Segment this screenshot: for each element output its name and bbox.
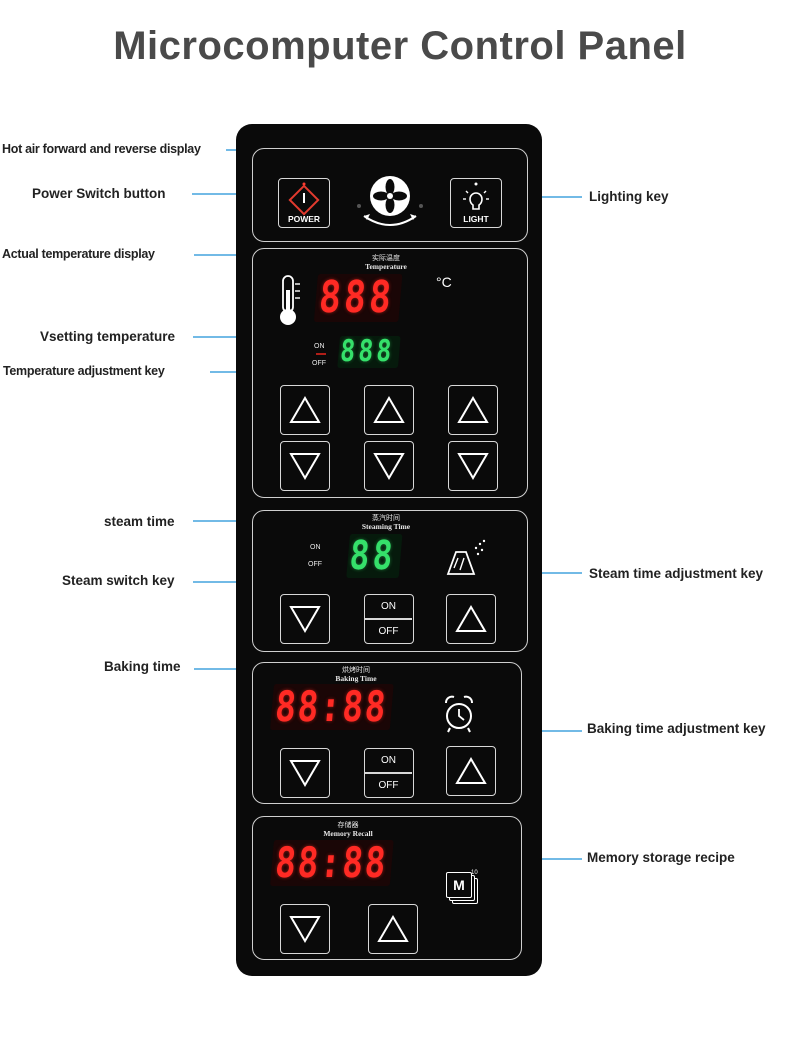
triangle-up-icon [289, 396, 321, 423]
triangle-down-icon [289, 453, 321, 480]
baking-time-display: 88:88 [270, 682, 395, 731]
temp-tens-up-button[interactable] [364, 385, 414, 435]
baking-switch-off-label: OFF [378, 780, 399, 791]
annotation-setting-temp: Vsetting temperature [40, 329, 176, 344]
triangle-up-icon [377, 915, 409, 942]
annotation-lighting: Lighting key [589, 189, 669, 204]
power-button[interactable]: POWER [278, 178, 330, 228]
light-button[interactable]: LIGHT [450, 178, 502, 228]
temperature-on-label: ON [314, 343, 325, 350]
page-title: Microcomputer Control Panel [113, 24, 687, 68]
light-bulb-icon [463, 182, 489, 210]
triangle-up-icon [373, 396, 405, 423]
temp-hundreds-down-button[interactable] [280, 441, 330, 491]
memory-up-button[interactable] [368, 904, 418, 954]
annotation-actual-temp: Actual temperature display [2, 247, 155, 261]
steam-switch-off-label: OFF [378, 626, 399, 637]
celsius-unit: °C [436, 274, 452, 290]
triangle-down-icon [373, 453, 405, 480]
baking-switch-button[interactable]: ON OFF [364, 748, 414, 798]
switch-divider [365, 772, 412, 774]
steam-switch-button[interactable]: ON OFF [364, 594, 414, 644]
thermometer-icon [280, 275, 300, 325]
steam-time-down-button[interactable] [280, 594, 330, 644]
annotation-baking-time: Baking time [104, 659, 181, 674]
power-section [252, 148, 528, 242]
triangle-up-icon [457, 396, 489, 423]
baking-time-down-button[interactable] [280, 748, 330, 798]
memory-count: 10 [471, 870, 478, 876]
temperature-caption-cn: 实际温度 [372, 254, 400, 262]
memory-letter: M [446, 872, 472, 898]
triangle-up-icon [455, 605, 487, 632]
baking-caption-en: Baking Time [335, 674, 377, 683]
memory-recall-display: 88:88 [270, 838, 395, 887]
baking-switch-on-label: ON [381, 755, 396, 766]
baking-section [252, 662, 522, 804]
switch-divider [365, 618, 412, 620]
baking-caption-cn: 烘烤时间 [342, 666, 370, 674]
temp-ones-up-button[interactable] [448, 385, 498, 435]
temp-tens-down-button[interactable] [364, 441, 414, 491]
annotation-baking-adjust: Baking time adjustment key [587, 721, 766, 736]
fan-icon [357, 176, 423, 226]
triangle-down-icon [289, 606, 321, 633]
annotation-steam-adjust: Steam time adjustment key [589, 566, 764, 581]
steam-off-label: OFF [308, 561, 322, 568]
temp-ones-down-button[interactable] [448, 441, 498, 491]
memory-section [252, 816, 522, 960]
fan-display [354, 168, 426, 234]
triangle-down-icon [457, 453, 489, 480]
temperature-section [252, 248, 528, 498]
light-label: LIGHT [463, 214, 489, 224]
control-panel: POWER LIGHT [236, 124, 542, 976]
annotation-temp-adjust: Temperature adjustment key [3, 364, 165, 378]
memory-recipe-icon: M 10 [446, 870, 480, 906]
memory-caption-en: Memory Recall [323, 829, 373, 838]
steam-icon [446, 539, 486, 575]
annotation-steam-switch: Steam switch key [62, 573, 175, 588]
triangle-down-icon [289, 760, 321, 787]
memory-caption-cn: 存储器 [337, 821, 359, 829]
annotation-steam-time: steam time [104, 514, 175, 529]
memory-down-button[interactable] [280, 904, 330, 954]
annotation-hot-air: Hot air forward and reverse display [2, 142, 201, 156]
steam-on-label: ON [310, 544, 321, 551]
alarm-clock-icon [445, 695, 473, 733]
annotation-memory: Memory storage recipe [587, 850, 735, 865]
setting-temperature-display: 888 [337, 334, 401, 369]
steam-time-up-button[interactable] [446, 594, 496, 644]
actual-temperature-display: 888 [313, 272, 403, 323]
annotation-power-switch: Power Switch button [32, 186, 166, 201]
power-icon [288, 182, 320, 216]
temperature-caption-en: Temperature [365, 262, 407, 271]
steam-caption-en: Steaming Time [361, 522, 411, 531]
steam-time-display: 88 [346, 533, 403, 579]
power-label: POWER [287, 214, 321, 224]
baking-time-up-button[interactable] [446, 746, 496, 796]
triangle-down-icon [289, 916, 321, 943]
temperature-off-label: OFF [312, 360, 326, 367]
steam-switch-on-label: ON [381, 601, 396, 612]
temperature-on-indicator [316, 353, 326, 355]
triangle-up-icon [455, 757, 487, 784]
steam-section [252, 510, 528, 652]
temp-hundreds-up-button[interactable] [280, 385, 330, 435]
steam-caption-cn: 蒸汽时间 [372, 514, 400, 522]
